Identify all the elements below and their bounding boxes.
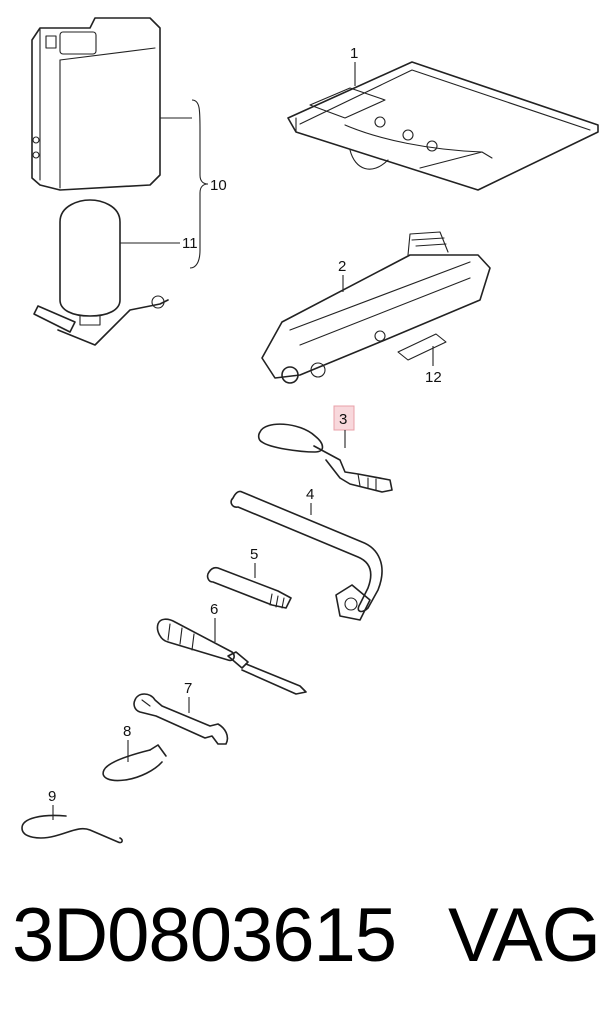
parts-diagram: 1 10 11 <box>21 17 599 844</box>
callout-2: 2 <box>338 258 346 292</box>
part-12-label <box>397 333 447 361</box>
part-6-screwdriver <box>156 618 307 695</box>
callout-11-label: 11 <box>182 235 198 252</box>
callout-4-label: 4 <box>306 486 314 503</box>
callout-6-label: 6 <box>210 601 218 618</box>
callout-3: 3 <box>333 405 355 448</box>
callout-10: 10 <box>210 177 227 194</box>
callout-5: 5 <box>250 546 258 578</box>
callout-9-label: 9 <box>48 788 56 805</box>
part-number: 3D0803615 <box>12 893 397 978</box>
callout-8: 8 <box>123 723 131 762</box>
callout-10-label: 10 <box>210 177 227 194</box>
part-9-hook-long <box>21 814 123 844</box>
callout-6: 6 <box>210 601 218 642</box>
callout-11: 11 <box>182 235 198 252</box>
part-5-adapter <box>206 566 292 609</box>
callout-8-label: 8 <box>123 723 131 740</box>
callout-12-label: 12 <box>425 369 442 386</box>
bracket-10-11 <box>120 99 209 269</box>
callout-9: 9 <box>48 788 56 820</box>
part-3-towing-eye <box>257 423 393 493</box>
part-8-hook <box>102 744 167 782</box>
part-1-tool-pouch <box>287 61 599 191</box>
callout-5-label: 5 <box>250 546 258 563</box>
brand-name: VAG <box>448 893 600 978</box>
callout-3-highlight <box>333 405 355 431</box>
callout-2-label: 2 <box>338 258 346 275</box>
callout-1: 1 <box>350 45 358 86</box>
callout-7-label: 7 <box>184 680 192 697</box>
callout-3-label: 3 <box>339 411 347 428</box>
part-11-tire-sealant <box>33 199 169 346</box>
part-4-wheel-wrench <box>230 490 383 621</box>
callout-4: 4 <box>306 486 314 515</box>
callout-1-label: 1 <box>350 45 358 62</box>
part-2-jack <box>261 231 491 384</box>
part-7-spanner <box>133 693 229 745</box>
callout-12: 12 <box>425 346 442 386</box>
callout-7: 7 <box>184 680 192 713</box>
part-10-compressor <box>31 17 161 191</box>
